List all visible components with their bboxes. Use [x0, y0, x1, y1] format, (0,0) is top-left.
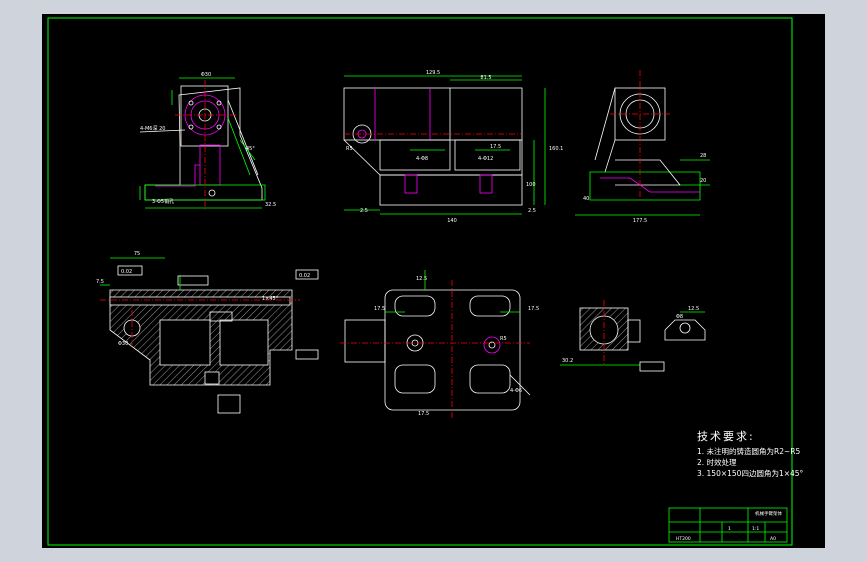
dim-top-bottom-width: 140 — [447, 218, 457, 224]
dim-top-width: 129.5 — [426, 70, 440, 76]
tech-req-item-2: 2. 时效处理 — [697, 458, 737, 467]
title-block-material: HT200 — [676, 536, 691, 542]
dim-section-top: 75 — [134, 251, 140, 257]
dim-top-hole2: 4-Φ12 — [478, 156, 493, 162]
title-block-sheet: A0 — [770, 536, 776, 542]
dim-detail-label: Φ8 — [676, 314, 683, 320]
dim-section-tol1: 0.02 — [121, 269, 132, 275]
title-block — [668, 507, 788, 543]
view-front-elevation — [343, 75, 546, 215]
dim-left-top: Φ30 — [201, 72, 211, 78]
dim-plan-w2: 17.5 — [528, 306, 539, 312]
dim-side-h3: 40 — [583, 196, 589, 202]
view-left-elevation — [139, 77, 266, 210]
title-block-qty: 1 — [728, 526, 731, 532]
dim-detail-2: 12.5 — [688, 306, 699, 312]
dim-top-base: 100 — [526, 182, 536, 188]
dim-left-angle: 45° — [246, 146, 255, 152]
technical-requirements: 技术要求: 1. 未注明的铸造圆角为R2~R5 2. 时效处理 3. 150×1… — [697, 428, 803, 479]
dim-side-width: 177.5 — [633, 218, 647, 224]
title-block-scale: 1:1 — [752, 526, 759, 532]
dim-top-offset: 17.5 — [490, 144, 501, 150]
dim-plan-w1: 17.5 — [374, 306, 385, 312]
dim-left-height: 32.5 — [265, 202, 276, 208]
dim-top-depth: 160.1 — [549, 146, 563, 152]
dim-section-angle: 1×45° — [262, 296, 279, 302]
tech-req-item-1: 1. 未注明的铸造圆角为R2~R5 — [697, 447, 801, 456]
dim-section-diam: Φ30 — [118, 341, 128, 347]
dim-side-h2: 20 — [700, 178, 706, 184]
dim-plan-holes: 4-Φ6 — [510, 388, 522, 394]
dim-plan-r: R5 — [500, 336, 507, 342]
dim-section-tol2: 0.02 — [299, 273, 310, 279]
view-side-elevation — [575, 70, 710, 216]
tech-req-title: 技术要求: — [697, 430, 755, 443]
dim-top-bottom-left: 2.5 — [360, 208, 368, 214]
view-section — [100, 257, 319, 414]
dim-detail-1: 30.2 — [562, 358, 573, 364]
dim-plan-depth: 17.5 — [418, 411, 429, 417]
dim-top-radius: R5 — [346, 146, 353, 152]
dim-top-bottom-right: 2.5 — [528, 208, 536, 214]
dim-top-right: 81.5 — [480, 75, 491, 81]
dim-section-left: 7.5 — [96, 279, 104, 285]
drawing-border — [47, 17, 793, 546]
drawing-sheet — [42, 14, 825, 548]
dim-top-holes: 4-Φ8 — [416, 156, 428, 162]
view-plan — [340, 270, 531, 420]
dim-side-h1: 28 — [700, 153, 706, 159]
title-block-name: 机械手臂架体 — [755, 510, 782, 517]
dim-left-hole: 4-M6深 20 — [140, 125, 165, 132]
tech-req-item-3: 3. 150×150四边圆角为1×45° — [697, 469, 804, 478]
view-detail — [560, 300, 706, 372]
dim-plan-w3: 12.5 — [416, 276, 427, 282]
dim-left-bottom: 3-Φ5销孔 — [152, 198, 174, 205]
